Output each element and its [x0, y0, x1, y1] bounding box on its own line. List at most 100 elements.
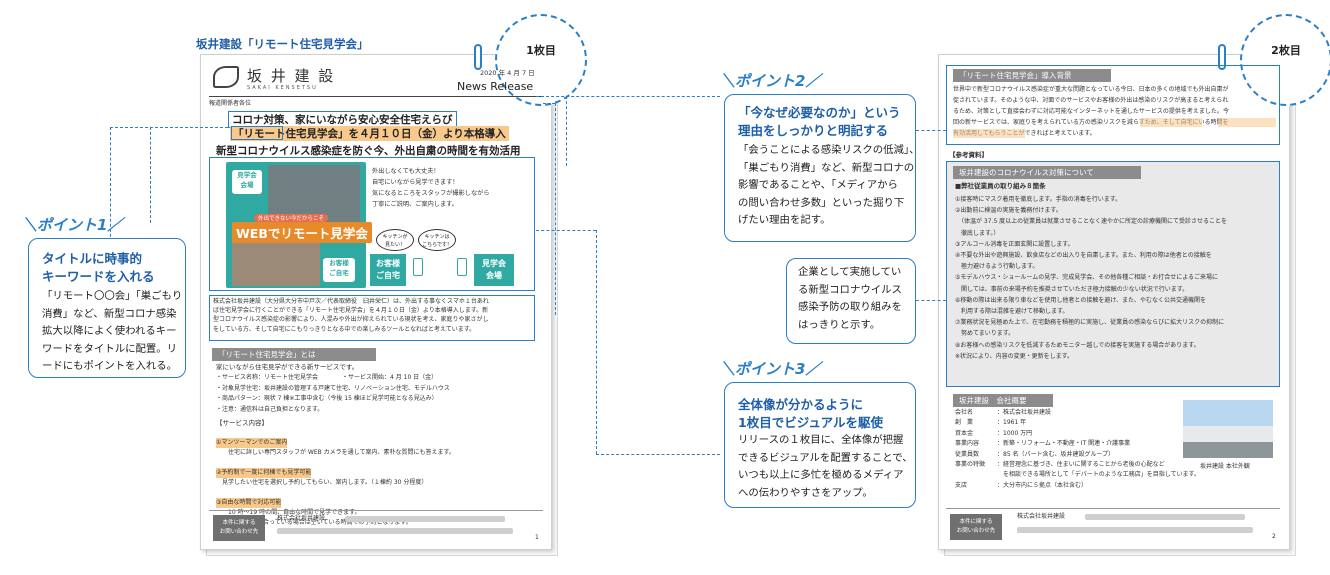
detail-item: ・対象見学住宅：坂井建設の管理する戸建て住宅、リノベーション住宅、モデルハウス — [216, 384, 450, 392]
speech-bubble-2: キッチンは こちらです！ — [418, 229, 456, 251]
connector — [566, 96, 567, 166]
smartphone-icon-1 — [413, 258, 423, 276]
company-row: 資本金：1000 万円 — [955, 429, 1033, 437]
home-label: お客様 ご自宅 — [370, 254, 406, 286]
service-title: ①マンツーマンでのご案内 — [216, 438, 288, 449]
contact-box-1: 本件に関する お問い合わせ先 — [213, 515, 265, 541]
point2-heading-line: 理由をしっかりと明記する — [738, 123, 889, 138]
footer-rule-2 — [946, 508, 1280, 509]
point3-body-line: への伝わりやすさをアップ。 — [738, 486, 873, 499]
point2-body-line: 「巣ごもり消費」など、新型コロナの — [738, 161, 915, 174]
blurred-contact — [1017, 527, 1253, 533]
release-date: 2020 年 4 月 7 日 — [480, 69, 535, 77]
blurred-contact — [277, 528, 513, 534]
point2-body-line: 影響であることや、「メディアから — [738, 179, 898, 191]
connector — [110, 127, 228, 128]
headquarters-photo — [1183, 400, 1273, 458]
point1-body-line: 消費」など、新型コロナ感染 — [42, 307, 177, 320]
reference-label: 【参考資料】 — [949, 151, 988, 159]
ref-item: ※状況により、内容の変更・更新をします。 — [955, 352, 1074, 360]
point3-callout — [724, 382, 916, 508]
bg-line: 世界中で新型コロナウイルス感染症が重大な問題となっている今日、日本の多くの地域で… — [953, 86, 1229, 93]
point1-body-line: ワードをタイトルに配置。リ — [42, 342, 178, 355]
connector — [536, 96, 720, 97]
point3-heading: 全体像が分かるように 1枚目でビジュアルを駆使 — [738, 396, 883, 432]
ref-item: ⑥移動の際は出来る限り車などを使用し他者との接触を避け、また、やむなく公共交通機… — [955, 296, 1207, 304]
point2b-body-line: はっきりと示す。 — [798, 318, 881, 331]
service-title: ②予約制で一度に何棟でも見学可能 — [216, 467, 312, 479]
ref-item: ⑧お客様への感染リスクを低減するためモニター越しでの接客を実施する場合があります… — [955, 341, 1200, 349]
ref-item: 徹底します。） — [955, 229, 1000, 237]
logo-sub: SAKAI KENSETSU — [247, 85, 318, 91]
ref-item: ⑦業務状況を見極めた上で、在宅勤務を積極的に実施し、従業員の感染ならびに拡大リス… — [955, 319, 1225, 327]
ref-item: 利用する際は混雑を避けて移動します。 — [955, 308, 1069, 316]
service-body: 見学したい住宅を選択し予約してもらい、案内します。（１棟約 30 分程度） — [222, 479, 428, 487]
point2-title: ＼ポイント2／ — [720, 72, 821, 90]
point3-heading-line: 1枚目でビジュアルを駆使 — [738, 415, 883, 430]
page-number-1: 1 — [535, 534, 539, 541]
visual-photo-bottom — [232, 240, 320, 286]
connector — [555, 103, 556, 315]
point1-heading-line: タイトルに時事的 — [42, 251, 143, 266]
connector — [916, 300, 946, 301]
service-body: 住宅に詳しい専門スタッフが WEB カメラを通して案内、素朴な質問にも答えます。 — [228, 449, 455, 457]
contact-company-2: 株式会社坂井建設 — [1017, 513, 1066, 520]
ref-item: ④不要な外出や遊興施設、飲食店などの出入りを自粛します。また、利用の際は他者との… — [955, 252, 1212, 260]
contact-company-1: 株式会社坂井建設 — [277, 515, 326, 522]
point3-body-line: できるビジュアルを配置することで、 — [738, 451, 913, 464]
point2-body-line: の問い合わせ多数」といった掘り下 — [738, 196, 905, 209]
point1-title: ＼ポイント1／ — [22, 216, 123, 234]
logo-name: 坂 井 建 設 — [247, 67, 336, 85]
lead-paragraph: 株式会社坂井建設（大分県大分市中戸次／代表取締役 臼井栄仁）は、外出する事なくス… — [213, 297, 489, 334]
visual-banner-small: 外出できない今だからこそ — [254, 214, 329, 222]
ref-item: ③アルコール消毒を正面玄関に設置します。 — [955, 240, 1074, 248]
highlight-use — [953, 129, 1025, 138]
paperclip-icon — [474, 44, 482, 70]
service-body: 10 時～19 時の間、自由な時間で見学できます。 — [228, 509, 361, 517]
ref-item: 関しては、事前の来場予約を推奨させていただき極力接触の少ない状況で行います。 — [955, 285, 1189, 293]
tag-site: 見学会 会場 — [232, 170, 262, 194]
lead-line-1: 株式会社坂井建設（大分県大分市中戸次／代表取締役 臼井栄仁）は、外出する事なくス… — [213, 298, 489, 305]
lead-frame — [209, 295, 535, 341]
paperclip-icon — [1218, 44, 1226, 70]
company-logo — [213, 66, 239, 88]
bg-line: 促されています。そのような中、対面でのサービスやお客様の外出は感染のリスクが高ま… — [953, 97, 1229, 104]
point2b-body-line: 感染予防の取り組みを — [798, 301, 902, 313]
lead-line-2: ば住宅見学会に行くことができる「リモート住宅見学会」を４月１０日（金）より本格導… — [213, 307, 489, 315]
reference-panel — [946, 161, 1280, 387]
point1-heading-line: キーワードを入れる — [42, 269, 155, 284]
reference-list: ①接客時にマスク着用を徹底します。手指の消毒を行います。 ②出勤前に検温の実施を… — [955, 194, 1227, 362]
company-table: 会社名：株式会社坂井建設 創 業：1961 年 資本金：1000 万円 事業内容… — [955, 408, 1200, 491]
company-row: 支店：大分市内に５拠点（本社含む） — [955, 481, 1088, 489]
point2b-body-line: る新型コロナウイルス — [798, 283, 902, 296]
connector — [150, 127, 151, 223]
highlight-risk — [1140, 118, 1202, 127]
speech-bubble-1: キッチンが 見たい！ — [376, 229, 414, 251]
background-frame — [946, 65, 1280, 145]
visual-frame — [209, 157, 535, 291]
connector — [596, 454, 720, 455]
point3-body-line: いつも以上に多忙を極めるメディア — [738, 469, 904, 481]
point2-body: 「会うことによる感染リスクの低減」、 「巣ごもり消費」など、新型コロナの 影響で… — [738, 142, 920, 230]
point2-heading: 「今なぜ必要なのか」という 理由をしっかりと明記する — [738, 104, 901, 140]
point1-body-line: 拡大以降によく使われるキー — [42, 325, 177, 337]
highlight-frame-remote — [231, 126, 283, 140]
photo-caption: 坂井建設 本社外観 — [1200, 463, 1250, 470]
headline-2: 「リモート住宅見学会」を４月１０日（金）より本格導入 — [230, 126, 509, 141]
service-title: ③自由な時間で対応可能 — [216, 497, 282, 509]
detail-list: ・サービス名称：リモート住宅見学会 ・サービス開始：4 月 10 日（金） ・対… — [216, 373, 450, 415]
highlight-home-time — [1218, 118, 1276, 127]
point2b-body-line: 企業として実施してい — [798, 266, 902, 278]
point1-body-line: ードにもポイントを入れる。 — [42, 360, 178, 372]
smartphone-icon-2 — [457, 258, 467, 276]
point2b-callout — [786, 258, 916, 344]
site-label: 見学会 会場 — [474, 254, 514, 286]
visual-text: 外出しなくても大丈夫！ 自宅にいながら見学できます！ 気になるところをスタッフが… — [372, 168, 490, 208]
header-rule — [209, 96, 543, 97]
caption-label: 坂井建設「リモート住宅見学会」 — [196, 37, 369, 51]
detail-item: ・商品パターン：現状 7 棟※工事中含む（今後 15 棟ほど見学可能となる見込み… — [216, 395, 438, 403]
footer-rule-1 — [209, 510, 543, 511]
section-intro: 家にいながら住宅見学ができる新サービスです。 — [216, 363, 359, 371]
detail-item: ・サービス名称：リモート住宅見学会 ・サービス開始：4 月 10 日（金） — [216, 374, 438, 381]
visual-banner: WEBでリモート見学会 — [232, 222, 372, 243]
